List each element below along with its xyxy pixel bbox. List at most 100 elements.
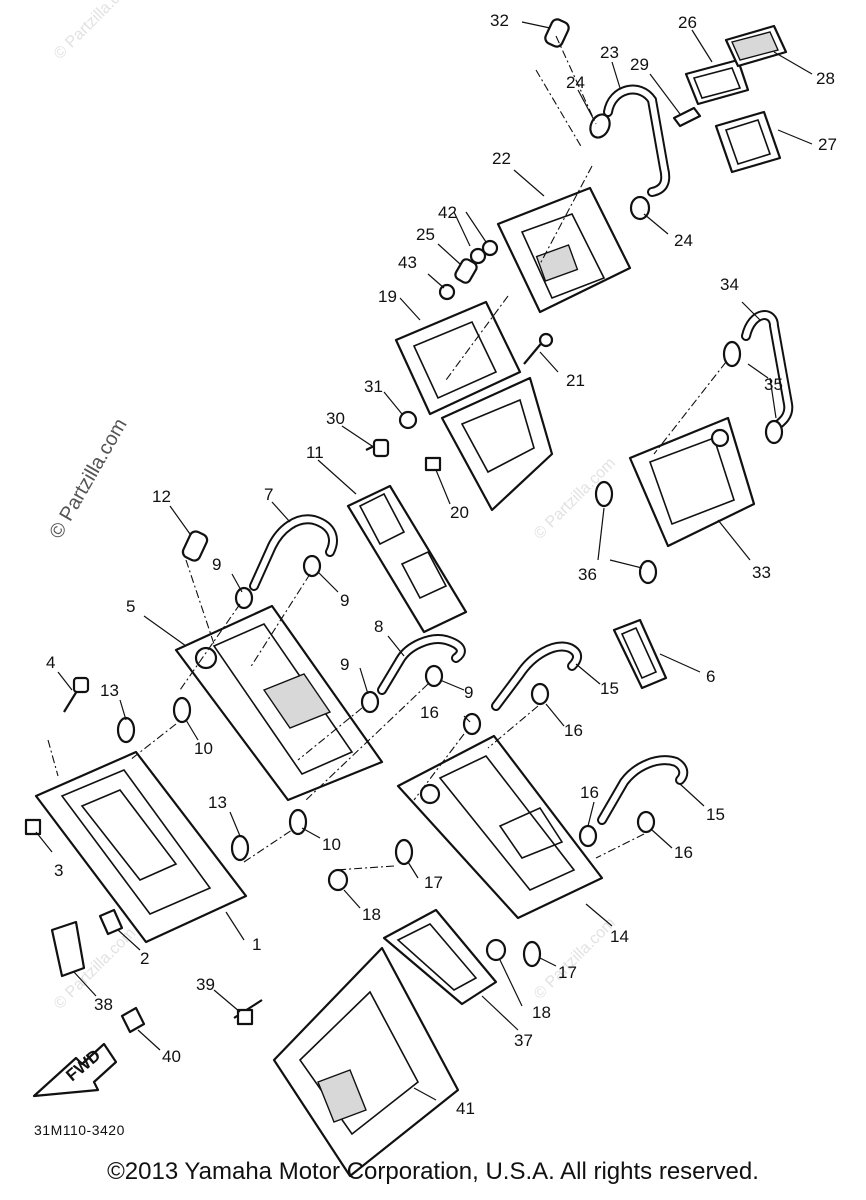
part-31-washer — [398, 410, 418, 430]
callout-17a: 17 — [424, 873, 443, 892]
callout-27: 27 — [818, 135, 837, 154]
part-1-frame — [34, 750, 248, 944]
callout-15a: 15 — [600, 679, 619, 698]
callout-39: 39 — [196, 975, 215, 994]
callout-42: 42 — [438, 203, 457, 222]
callout-16d: 16 — [674, 843, 693, 862]
part-36-grommet — [594, 480, 658, 585]
callout-31: 31 — [364, 377, 383, 396]
callout-9a: 9 — [212, 555, 221, 574]
part-26-lens — [684, 58, 750, 106]
callout-9d: 9 — [464, 683, 473, 702]
part-35-grommet — [722, 340, 784, 445]
part-29-clip — [672, 106, 702, 128]
callout-24b: 24 — [674, 231, 693, 250]
callout-15b: 15 — [706, 805, 725, 824]
part-3-clip — [24, 818, 42, 836]
callout-13a: 13 — [100, 681, 119, 700]
callout-38: 38 — [94, 995, 113, 1014]
part-32-bulb — [544, 18, 570, 48]
callout-14: 14 — [610, 927, 629, 946]
callout-7: 7 — [264, 485, 273, 504]
callout-3: 3 — [54, 861, 63, 880]
part-33-panel — [628, 416, 756, 548]
callout-10b: 10 — [322, 835, 341, 854]
callout-41: 41 — [456, 1099, 475, 1118]
callout-32: 32 — [490, 11, 509, 30]
callout-33: 33 — [752, 563, 771, 582]
part-18-grommet — [327, 868, 507, 962]
callout-4: 4 — [46, 653, 55, 672]
callout-9b: 9 — [340, 591, 349, 610]
part-23-tube — [603, 84, 671, 197]
watermark-faint: © Partzilla.com — [531, 915, 619, 1003]
callout-10a: 10 — [194, 739, 213, 758]
part-7-tube — [249, 514, 338, 591]
callout-43: 43 — [398, 253, 417, 272]
callout-12: 12 — [152, 487, 171, 506]
callout-8: 8 — [374, 617, 383, 636]
part-2-bracket — [98, 908, 124, 936]
part-20-clip — [424, 456, 442, 472]
part-12-bulb — [181, 530, 209, 562]
part-27-gasket — [714, 110, 782, 174]
copyright-notice: ©2013 Yamaha Motor Corporation, U.S.A. A… — [107, 1158, 759, 1185]
callout-26: 26 — [678, 13, 697, 32]
callout-36: 36 — [578, 565, 597, 584]
callout-2: 2 — [140, 949, 149, 968]
part-37-cover — [382, 908, 498, 1006]
part-40-clip — [120, 1006, 146, 1034]
part-11-frame — [346, 484, 468, 634]
part-6-lens — [612, 618, 668, 690]
callout-6: 6 — [706, 667, 715, 686]
part-43-washer — [438, 283, 456, 301]
callout-23: 23 — [600, 43, 619, 62]
part-24-grommet — [589, 113, 651, 221]
callout-35: 35 — [764, 375, 783, 394]
callout-18b: 18 — [532, 1003, 551, 1022]
part-38-bracket — [50, 920, 86, 978]
callout-9c: 9 — [340, 655, 349, 674]
part-34-tube — [741, 310, 794, 433]
callout-29: 29 — [630, 55, 649, 74]
callout-37: 37 — [514, 1031, 533, 1050]
callout-19: 19 — [378, 287, 397, 306]
part-30-bolt — [365, 438, 390, 458]
drawing-code: 31M110-3420 — [34, 1122, 125, 1138]
part-25-nut — [454, 258, 478, 284]
part-8-tube — [377, 634, 466, 695]
leader-lines — [35, 21, 813, 1101]
callout-40: 40 — [162, 1047, 181, 1066]
part-39-stay — [233, 999, 263, 1026]
watermark: © Partzilla.com — [45, 415, 131, 543]
callout-28: 28 — [816, 69, 835, 88]
callout-16b: 16 — [564, 721, 583, 740]
front-direction-arrow: FWD — [32, 1042, 118, 1098]
part-5-panel — [174, 604, 384, 802]
callout-16c: 16 — [580, 783, 599, 802]
callout-24a: 24 — [566, 73, 585, 92]
callout-20: 20 — [450, 503, 469, 522]
callout-22: 22 — [492, 149, 511, 168]
part-9-grommet — [234, 554, 444, 714]
part-28-cover — [724, 24, 788, 68]
part-22-panel — [496, 186, 632, 314]
alignment-lines — [47, 35, 727, 871]
part-17-grommet — [394, 838, 542, 968]
callout-34: 34 — [720, 275, 739, 294]
callout-25: 25 — [416, 225, 435, 244]
callout-13b: 13 — [208, 793, 227, 812]
watermark-faint: © Partzilla.com — [51, 0, 139, 63]
callout-16a: 16 — [420, 703, 439, 722]
part-15-tube — [491, 641, 689, 825]
part-14-panel — [396, 734, 604, 920]
callout-5: 5 — [126, 597, 135, 616]
part-21-bolt — [523, 332, 554, 365]
callout-18a: 18 — [362, 905, 381, 924]
callout-labels: 1 2 3 4 5 6 7 8 9 9 9 9 10 10 11 12 13 1… — [46, 11, 837, 1118]
part-41-bracket — [272, 946, 460, 1178]
callout-1: 1 — [252, 935, 261, 954]
part-42-washers — [469, 239, 499, 265]
part-4-bolt — [63, 676, 90, 713]
